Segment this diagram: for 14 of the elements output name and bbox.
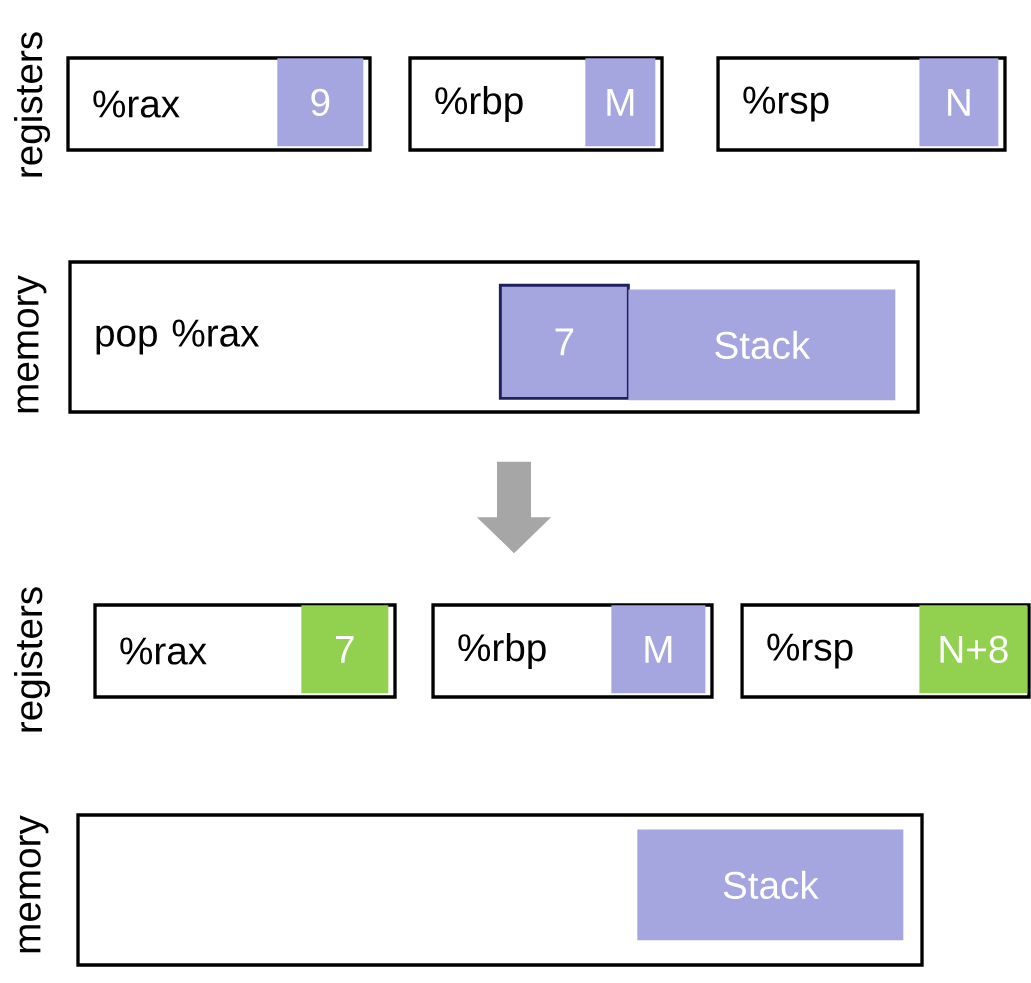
value-box: M (585, 58, 656, 147)
side-label: registers (14, 32, 51, 177)
node-label: Stack (715, 330, 811, 360)
value-box: 7 (301, 605, 389, 694)
value-box: 7 (498, 283, 630, 400)
value-box: N+8 (919, 605, 1028, 694)
side-label: registers (14, 587, 51, 732)
value-box: N (919, 58, 999, 147)
value-box: Stack (637, 829, 904, 941)
value-box: M (611, 605, 706, 694)
value-box: Stack (628, 289, 896, 401)
side-label: memory (17, 275, 47, 413)
value-box: 9 (277, 58, 364, 147)
side-label: memory (19, 815, 49, 953)
